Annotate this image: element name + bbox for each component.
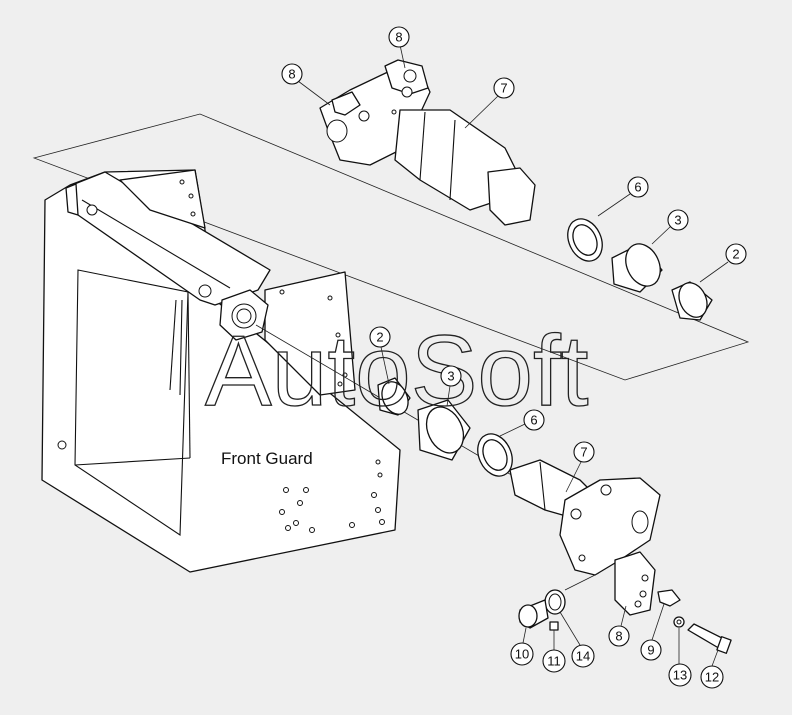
callout-8-upper-right: 8	[388, 26, 410, 69]
lower-bearing-stack	[377, 377, 513, 477]
callout-8-lower: 8	[608, 605, 630, 647]
svg-text:2: 2	[376, 330, 383, 345]
svg-text:10: 10	[515, 647, 529, 662]
callout-9: 9	[640, 603, 665, 661]
svg-text:7: 7	[500, 81, 507, 96]
svg-text:8: 8	[395, 30, 402, 45]
callout-8-upper-left: 8	[281, 63, 331, 106]
callout-3-lower: 3	[440, 365, 462, 407]
watermark-text: AutoSoft	[205, 315, 589, 427]
svg-text:13: 13	[673, 668, 687, 683]
svg-text:9: 9	[647, 643, 654, 658]
upper-yoke-assembly	[319, 59, 536, 226]
svg-text:8: 8	[615, 629, 622, 644]
front-guard-frame	[41, 169, 401, 573]
callout-2-upper: 2	[699, 243, 747, 283]
svg-text:12: 12	[705, 670, 719, 685]
upper-bearing-stack	[567, 218, 713, 321]
lower-yoke-assembly	[509, 459, 681, 616]
callout-11: 11	[542, 630, 566, 673]
callout-2-lower: 2	[369, 326, 391, 385]
callout-13: 13	[668, 628, 692, 687]
svg-text:8: 8	[288, 67, 295, 82]
reference-plane	[32, 113, 750, 381]
svg-text:2: 2	[732, 247, 739, 262]
callout-7-lower: 7	[565, 441, 595, 493]
callout-12: 12	[700, 649, 724, 689]
callout-3-upper: 3	[651, 209, 689, 245]
callout-10: 10	[510, 627, 534, 666]
callout-14: 14	[559, 611, 595, 668]
svg-text:3: 3	[674, 213, 681, 228]
callout-6-upper: 6	[597, 176, 649, 217]
callout-6-lower: 6	[499, 409, 545, 437]
svg-text:14: 14	[576, 649, 590, 664]
svg-text:6: 6	[530, 413, 537, 428]
small-hardware	[518, 589, 732, 654]
svg-text:11: 11	[547, 654, 561, 669]
svg-text:3: 3	[447, 369, 454, 384]
svg-text:6: 6	[634, 180, 641, 195]
front-guard-label: Front Guard	[221, 449, 313, 468]
callout-7-upper: 7	[464, 77, 515, 129]
svg-text:7: 7	[580, 445, 587, 460]
